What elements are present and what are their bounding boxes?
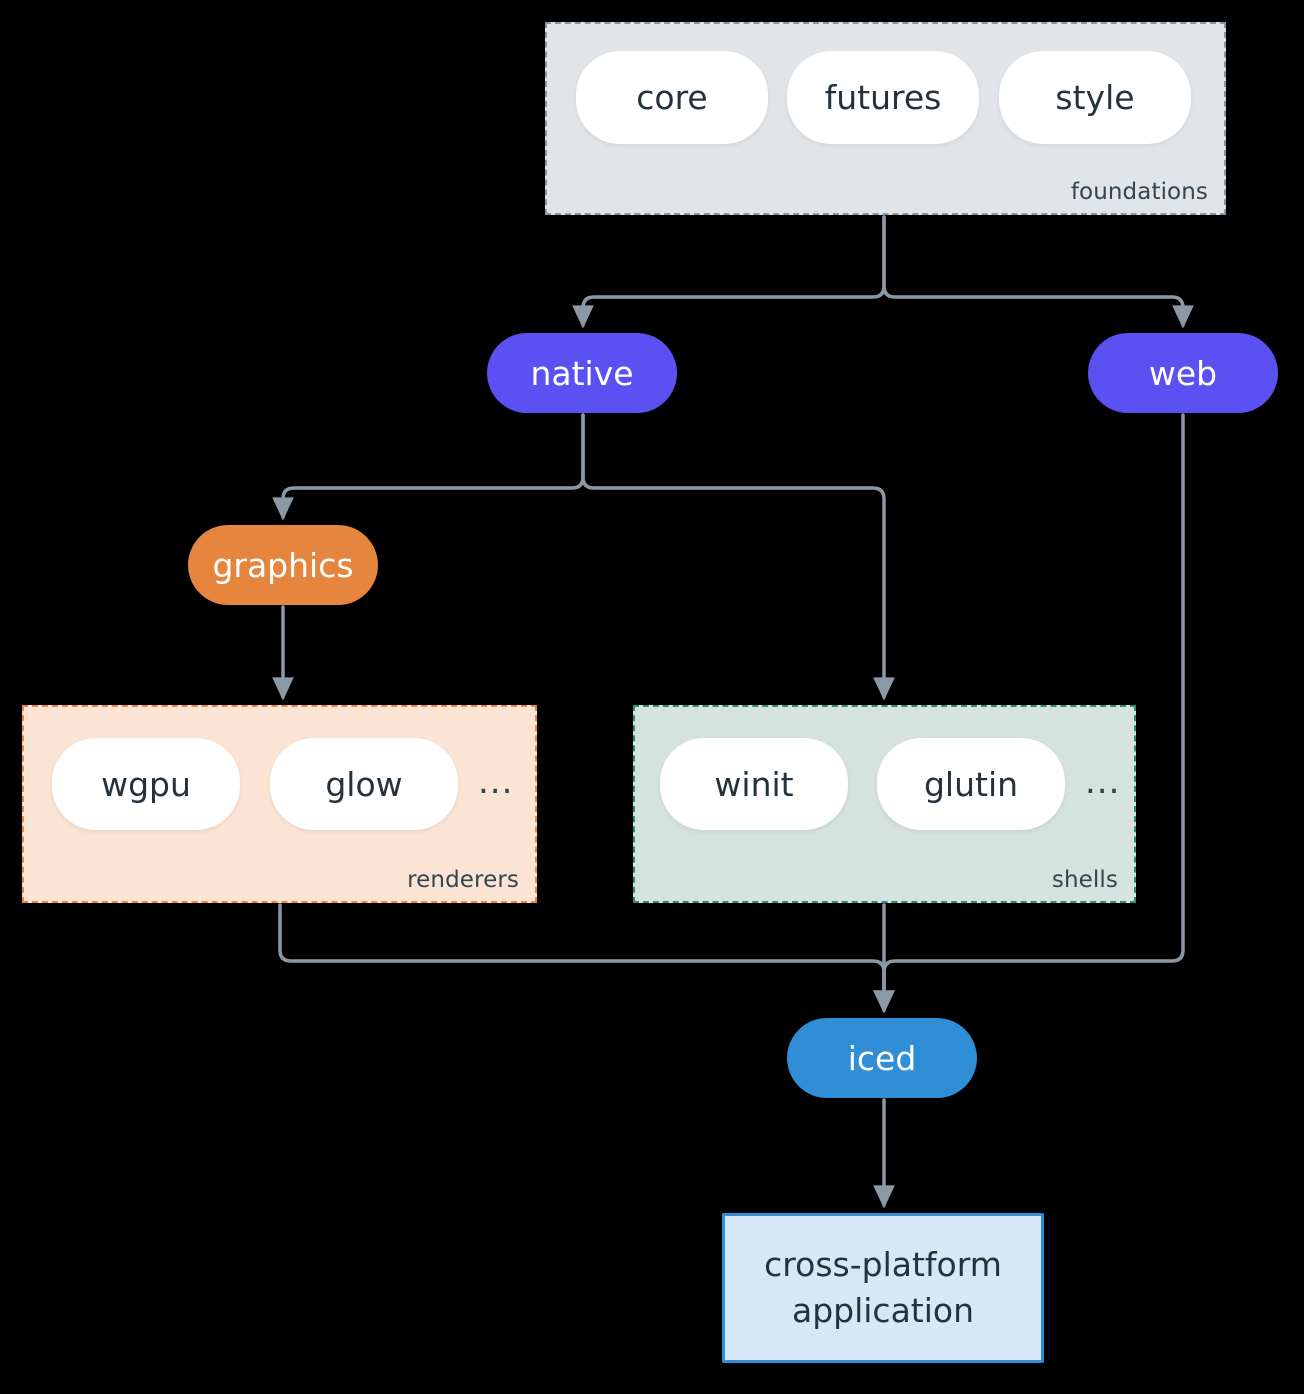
edge-renderers-to-iced [278,903,895,1014]
edge-native-to-shells [581,413,895,701]
cluster-label-shells: shells [1051,867,1118,893]
cluster-renderers: wgpu glow ... renderers [22,705,537,903]
node-native[interactable]: native [487,333,677,413]
edge-native-to-graphics [272,413,585,521]
node-cross-platform-application[interactable]: cross-platform application [722,1213,1044,1363]
leaf-core[interactable]: core [576,51,768,144]
edge-foundations-to-native [572,215,886,329]
ellipsis-renderers: ... [478,762,514,802]
cluster-foundations: core futures style foundations [545,22,1226,215]
node-iced[interactable]: iced [787,1018,977,1098]
node-web[interactable]: web [1088,333,1278,413]
leaf-winit[interactable]: winit [660,738,848,830]
cluster-label-renderers: renderers [407,867,519,893]
edge-foundations-to-web [882,215,1194,329]
application-label-line1: cross-platform [764,1245,1002,1285]
leaf-glow[interactable]: glow [270,738,458,830]
cluster-label-foundations: foundations [1070,179,1208,205]
leaf-wgpu[interactable]: wgpu [52,738,240,830]
node-graphics[interactable]: graphics [188,525,378,605]
leaf-futures[interactable]: futures [787,51,979,144]
leaf-style[interactable]: style [999,51,1191,144]
ellipsis-shells: ... [1085,762,1121,802]
application-label-line2: application [791,1291,975,1330]
leaf-glutin[interactable]: glutin [877,738,1065,830]
cluster-shells: winit glutin ... shells [633,705,1136,903]
